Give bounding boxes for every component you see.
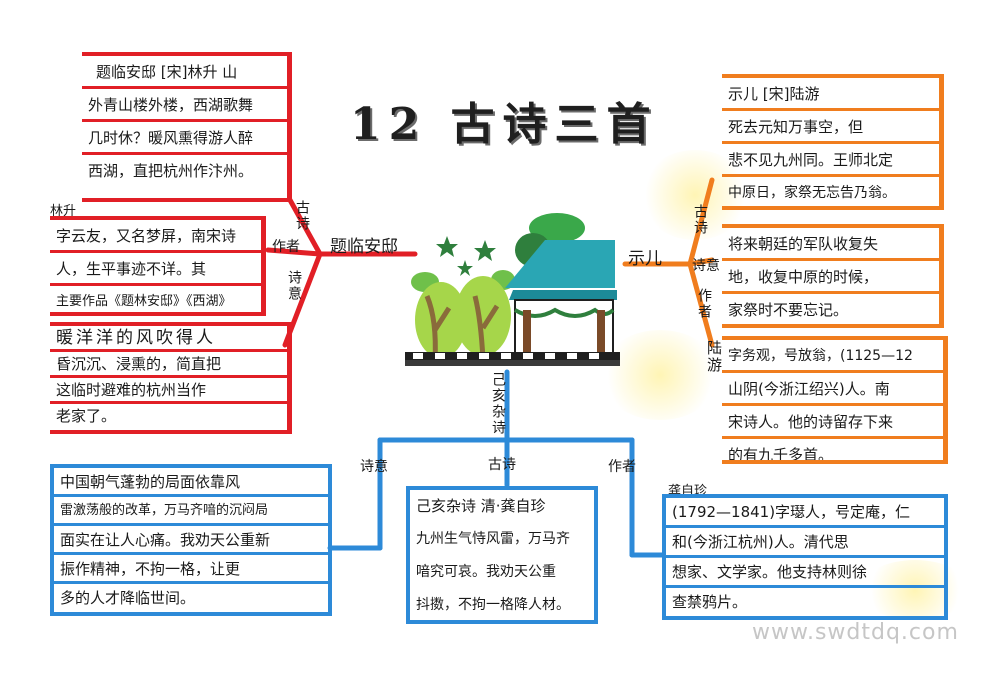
yellow-splash [860, 560, 970, 620]
author-line: 宋诗人。他的诗留存下来 [722, 406, 943, 439]
poem-line: 示儿 [宋]陆游 [722, 78, 939, 111]
meaning-line: 地，收复中原的时候， [722, 261, 939, 294]
poem-line: 己亥杂诗 清·龚自珍 [416, 497, 546, 515]
meaning-line: 暖洋洋的风吹得人 [50, 326, 287, 352]
meaning-line: 家祭时不要忘记。 [728, 301, 849, 319]
left-branch-title: 题临安邸 [330, 237, 398, 257]
left-author-box: 字云友，又名梦屏，南宋诗 人，生平事迹不详。其 主要作品《题林安邸》《西湖》 [50, 216, 266, 316]
bottom-meaning-box: 中国朝气蓬勃的局面依靠风 雷激荡般的改革，万马齐喑的沉闷局 面实在让人心痛。我劝… [50, 464, 332, 616]
poem-line: 几时休？暖风熏得游人醉 [82, 122, 287, 155]
meaning-line: 雷激荡般的改革，万马齐喑的沉闷局 [54, 497, 328, 526]
right-author-box: 字务观，号放翁，(1125—12 山阴(今浙江绍兴)人。南 宋诗人。他的诗留存下… [722, 336, 948, 464]
left-author-name: 林升 [50, 204, 77, 219]
left-poem-box: 题临安邸 [宋]林升 山 外青山楼外楼，西湖歌舞 几时休？暖风熏得游人醉 西湖，… [82, 52, 292, 202]
meaning-line: 老家了。 [56, 407, 117, 425]
bottom-author-box: (1792—1841)字璱人，号定庵，仁 和(今浙江杭州)人。清代思 想家、文学… [662, 494, 948, 620]
right-branch-title: 示儿 [628, 249, 662, 269]
right-author-name: 陆游 [705, 340, 723, 374]
poem-line: 九州生气恃风雷，万马齐 [416, 531, 570, 547]
poem-line: 喑究可哀。我劝天公重 [416, 564, 556, 580]
author-line: (1792—1841)字璱人，号定庵，仁 [666, 498, 944, 528]
bottom-label-poem: 古诗 [488, 457, 516, 473]
author-line: 字务观，号放翁，(1125—12 [722, 340, 943, 373]
poem-line: 悲不见九州同。王师北定 [722, 144, 939, 177]
author-line: 查禁鸦片。 [672, 593, 748, 611]
author-line: 的有九千多首。 [728, 446, 834, 464]
poem-line: 题临安邸 [宋]林升 山 [82, 56, 287, 89]
star-decoration [436, 236, 496, 276]
meaning-line: 多的人才降临世间。 [60, 589, 196, 607]
bottom-branch-title: 己亥杂诗 [490, 372, 506, 436]
poem-line: 抖擞，不拘一格降人材。 [416, 597, 570, 613]
right-label-poem: 古诗 [692, 204, 708, 236]
poem-line: 死去元知万事空，但 [722, 111, 939, 144]
left-meaning-box: 暖洋洋的风吹得人 昏沉沉、浸熏的，简直把 这临时避难的杭州当作 老家了。 [50, 322, 292, 434]
right-poem-box: 示儿 [宋]陆游 死去元知万事空，但 悲不见九州同。王师北定 中原日，家祭无忘告… [722, 74, 944, 210]
meaning-line: 中国朝气蓬勃的局面依靠风 [54, 468, 328, 497]
right-meaning-box: 将来朝廷的军队收复失 地，收复中原的时候， 家祭时不要忘记。 [722, 224, 944, 328]
author-line: 人，生平事迹不详。其 [50, 253, 261, 286]
left-label-meaning: 诗意 [286, 270, 302, 302]
meaning-line: 这临时避难的杭州当作 [50, 378, 287, 404]
meaning-line: 将来朝廷的军队收复失 [722, 228, 939, 261]
author-line: 字云友，又名梦屏，南宋诗 [50, 220, 261, 253]
left-label-author: 作者 [272, 239, 300, 255]
right-label-author: 作者 [696, 288, 712, 320]
watermark: www.swdtdq.com [752, 620, 959, 645]
poem-line: 西湖，直把杭州作汴州。 [88, 162, 254, 180]
left-label-poem: 古诗 [294, 200, 310, 232]
poem-line: 中原日，家祭无忘告乃翁。 [728, 185, 896, 201]
poem-line: 外青山楼外楼，西湖歌舞 [82, 89, 287, 122]
right-label-meaning: 诗意 [692, 258, 720, 274]
author-line: 主要作品《题林安邸》《西湖》 [56, 294, 232, 309]
author-line: 山阴(今浙江绍兴)人。南 [722, 373, 943, 406]
pavilion-illustration [405, 213, 620, 366]
meaning-line: 昏沉沉、浸熏的，简直把 [50, 352, 287, 378]
bottom-label-author: 作者 [608, 459, 636, 475]
author-line: 想家、文学家。他支持林则徐 [666, 558, 944, 588]
meaning-line: 面实在让人心痛。我劝天公重新 [54, 526, 328, 555]
yellow-splash [600, 330, 720, 420]
bottom-poem-box: 己亥杂诗 清·龚自珍 九州生气恃风雷，万马齐 喑究可哀。我劝天公重 抖擞，不拘一… [406, 486, 598, 624]
page-title: 12 古诗三首 [350, 99, 659, 150]
bottom-label-meaning: 诗意 [360, 459, 388, 475]
meaning-line: 振作精神，不拘一格，让更 [54, 555, 328, 584]
author-line: 和(今浙江杭州)人。清代思 [666, 528, 944, 558]
